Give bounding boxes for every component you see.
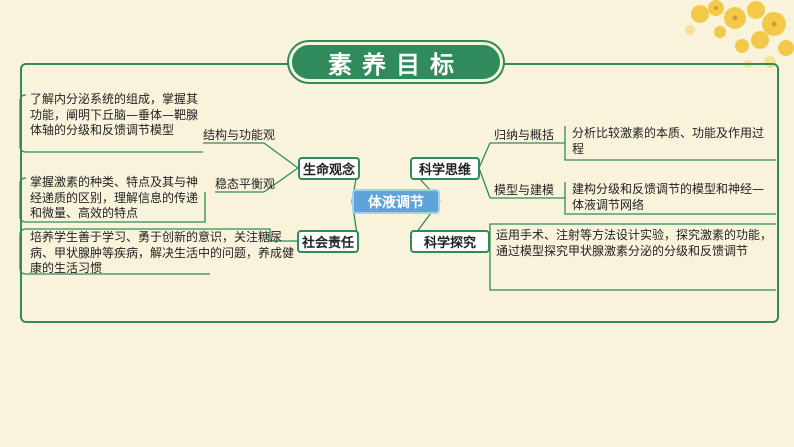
desc-homeostasis: 掌握激素的种类、特点及其与神经递质的区别，理解信息的传递和微量、高效的特点: [30, 175, 205, 222]
label-induction: 归纳与概括: [494, 127, 554, 143]
label-modeling: 模型与建模: [494, 182, 554, 198]
node-social-responsibility: 社会责任: [297, 230, 359, 253]
center-topic: 体液调节: [352, 189, 440, 214]
desc-scientific-inquiry: 运用手术、注射等方法设计实验，探究激素的功能，通过模型探究甲状腺激素分泌的分级和…: [496, 228, 778, 259]
desc-social-responsibility: 培养学生善于学习、勇于创新的意识，关注糖尿病、甲状腺肿等疾病，解决生活中的问题，…: [30, 230, 300, 277]
label-structure-function: 结构与功能观: [203, 127, 275, 143]
node-life-view: 生命观念: [298, 157, 360, 180]
desc-structure-function: 了解内分泌系统的组成，掌握其功能，阐明下丘脑—垂体—靶腺体轴的分级和反馈调节模型: [30, 92, 200, 139]
node-scientific-inquiry: 科学探究: [410, 230, 490, 253]
label-homeostasis: 稳态平衡观: [215, 176, 275, 192]
node-scientific-thinking: 科学思维: [410, 157, 480, 180]
desc-modeling: 建构分级和反馈调节的模型和神经—体液调节网络: [572, 182, 772, 213]
desc-induction: 分析比较激素的本质、功能及作用过程: [572, 126, 772, 157]
